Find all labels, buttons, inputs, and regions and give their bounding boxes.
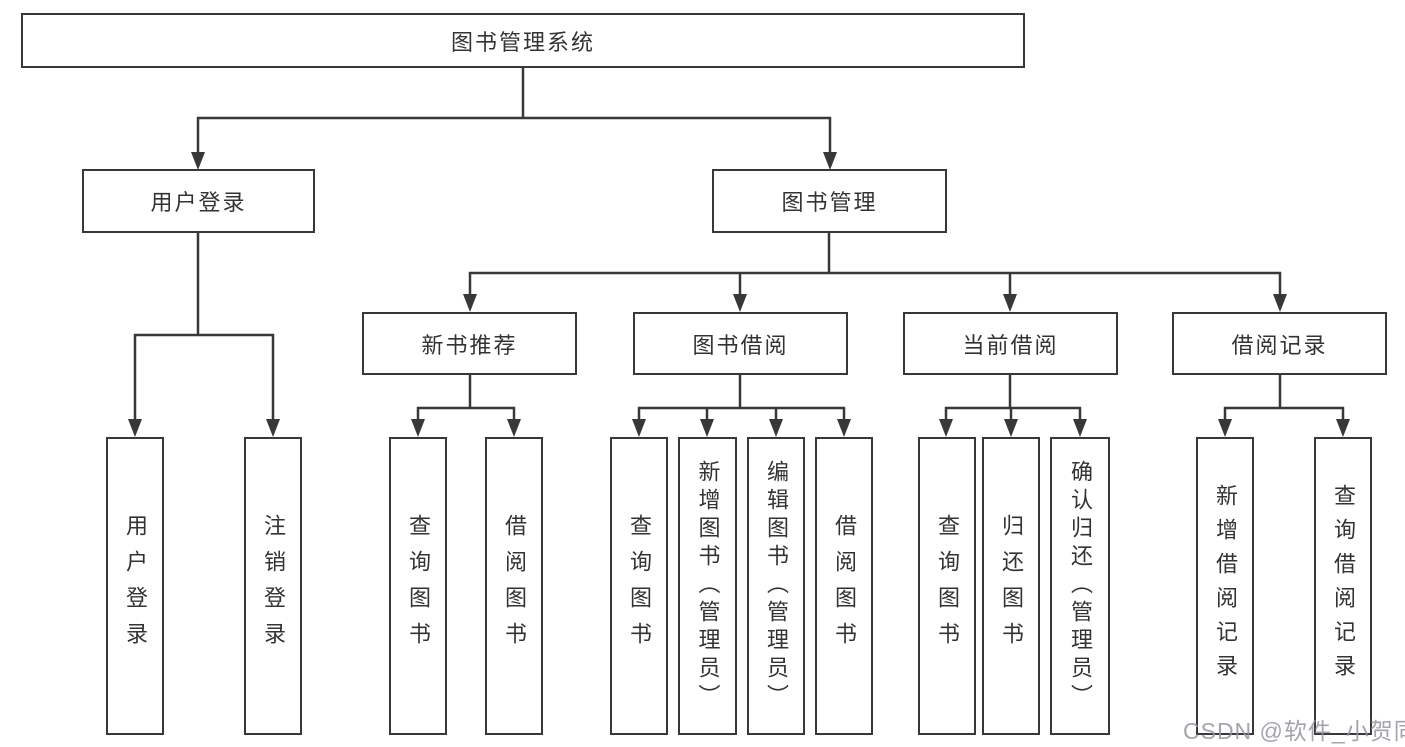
node-label: 查询借阅记录 [1331,484,1356,688]
node-edit-books-admin: 编辑图书（管理员） [747,437,805,735]
node-confirm-return-admin: 确认归还（管理员） [1050,437,1110,735]
arrow-down-icon [733,294,747,312]
connector-current-borrow [944,375,1082,421]
csdn-watermark: CSDN @软件_小贺同学 [1183,718,1405,744]
node-label: 注销登录 [261,514,286,658]
node-label: 确认归还（管理员） [1068,460,1093,712]
node-book-management: 图书管理 [712,169,947,233]
node-label: 当前借阅 [962,332,1059,358]
arrow-down-icon [823,152,837,170]
arrow-down-icon [632,419,646,437]
arrow-down-icon [769,419,783,437]
node-logout-login: 注销登录 [244,437,302,735]
node-label: 归还图书 [999,514,1024,658]
arrow-down-icon [700,419,714,437]
arrow-down-icon [266,419,280,437]
node-add-books-admin: 新增图书（管理员） [678,437,737,735]
node-label: 新增借阅记录 [1213,484,1238,688]
connector-new-book-recommend [416,375,516,421]
node-current-borrow: 当前借阅 [903,312,1118,375]
node-user-login: 用户登录 [82,169,315,233]
node-query-books-borrow: 查询图书 [610,437,668,735]
node-book-management-system: 图书管理系统 [21,13,1025,68]
node-label: 借阅图书 [832,514,857,658]
node-label: 图书管理系统 [450,29,595,55]
node-label: 图书借阅 [692,332,789,358]
node-book-borrow: 图书借阅 [633,312,848,375]
arrow-down-icon [1273,294,1287,312]
arrow-down-icon [463,294,477,312]
arrow-down-icon [507,419,521,437]
arrow-down-icon [1073,419,1087,437]
node-borrow-books: 借阅图书 [815,437,873,735]
arrow-down-icon [837,419,851,437]
node-label: 查询图书 [627,514,652,658]
node-borrow-records: 借阅记录 [1172,312,1387,375]
node-label: 图书管理 [781,190,878,215]
node-label: 查询图书 [935,514,960,658]
node-add-borrow-record: 新增借阅记录 [1196,437,1254,735]
arrow-down-icon [939,419,953,437]
arrow-down-icon [128,419,142,437]
arrow-down-icon [1218,419,1232,437]
arrow-down-icon [411,419,425,437]
arrow-down-icon [1003,294,1017,312]
node-label: 编辑图书（管理员） [764,460,789,712]
node-label: 借阅图书 [502,514,527,658]
connector-borrow-records [1223,375,1345,421]
node-return-books: 归还图书 [982,437,1040,735]
connector-root [196,68,832,154]
arrowheads [128,152,1350,437]
connector-book-management [468,233,1282,296]
node-query-borrow-record: 查询借阅记录 [1314,437,1372,735]
arrow-down-icon [191,152,205,170]
arrow-down-icon [1336,419,1350,437]
node-user-login-leaf: 用户登录 [106,437,164,735]
connector-book-borrow [637,375,846,421]
node-new-book-recommend: 新书推荐 [362,312,577,375]
node-label: 新书推荐 [421,332,518,358]
node-label: 查询图书 [406,514,431,658]
connector-user-login [133,233,275,421]
node-label: 用户登录 [123,514,148,658]
node-label: 借阅记录 [1231,332,1328,358]
node-query-books-recommend: 查询图书 [389,437,447,735]
node-label: 新增图书（管理员） [695,460,721,712]
node-label: 用户登录 [150,190,247,215]
arrow-down-icon [1004,419,1018,437]
node-query-books-current: 查询图书 [918,437,976,735]
node-borrow-books-recommend: 借阅图书 [485,437,543,735]
